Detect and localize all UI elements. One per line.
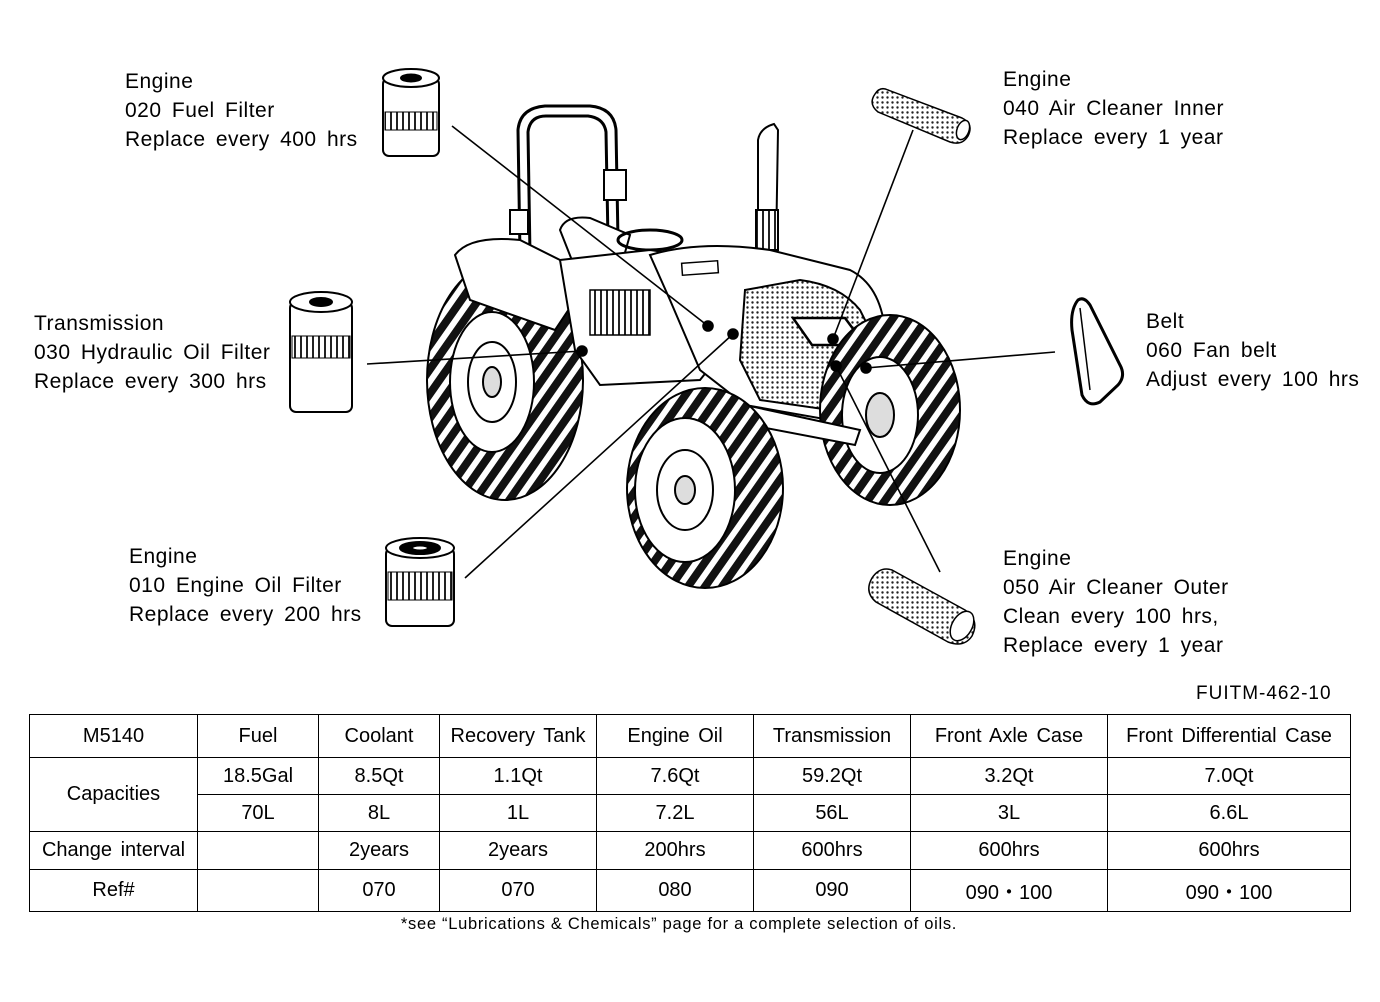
table-cell: 2years xyxy=(439,831,597,870)
fan-belt-icon xyxy=(1070,297,1125,406)
row-label: Ref# xyxy=(29,869,198,912)
callout-air-cleaner-inner: Engine 040 Air Cleaner Inner Replace eve… xyxy=(1003,65,1224,152)
table-cell: 3.2Qt xyxy=(910,757,1108,795)
column-header: Front Axle Case xyxy=(910,714,1108,758)
table-cell: 070 xyxy=(318,869,440,912)
callout-part: 020 Fuel Filter xyxy=(125,99,275,122)
table-cell: 70L xyxy=(197,794,319,832)
table-cell xyxy=(197,869,319,912)
callout-category: Engine xyxy=(1003,547,1072,570)
table-cell: 7.0Qt xyxy=(1107,757,1351,795)
callout-interval: Replace every 1 year xyxy=(1003,126,1224,149)
table-cell: 56L xyxy=(753,794,911,832)
fuel-filter-icon xyxy=(382,68,440,157)
callout-interval-2: Replace every 1 year xyxy=(1003,634,1224,657)
hydraulic-filter-icon xyxy=(289,291,353,413)
table-cell: 600hrs xyxy=(1107,831,1351,870)
table-cell: 18.5Gal xyxy=(197,757,319,795)
column-header: Recovery Tank xyxy=(439,714,597,758)
callout-hydraulic-filter: Transmission 030 Hydraulic Oil Filter Re… xyxy=(34,309,270,396)
table-cell: 59.2Qt xyxy=(753,757,911,795)
callout-air-cleaner-outer: Engine 050 Air Cleaner Outer Clean every… xyxy=(1003,544,1229,660)
callout-part: 010 Engine Oil Filter xyxy=(129,574,342,597)
callout-category: Belt xyxy=(1146,310,1185,333)
table-cell: 8.5Qt xyxy=(318,757,440,795)
callout-part: 060 Fan belt xyxy=(1146,339,1277,362)
column-header: Coolant xyxy=(318,714,440,758)
table-cell: 1L xyxy=(439,794,597,832)
table-cell: 600hrs xyxy=(910,831,1108,870)
rops-frame xyxy=(509,104,627,256)
callout-part: 040 Air Cleaner Inner xyxy=(1003,97,1224,120)
table-cell: 8L xyxy=(318,794,440,832)
callout-interval: Replace every 200 hrs xyxy=(129,603,362,626)
tractor-maintenance-diagram xyxy=(289,68,1125,645)
callout-category: Engine xyxy=(1003,68,1072,91)
callout-fuel-filter: Engine 020 Fuel Filter Replace every 400… xyxy=(125,67,358,154)
table-cell: 090 xyxy=(753,869,911,912)
table-cell: 090・100 xyxy=(1107,869,1351,912)
table-cell: 6.6L xyxy=(1107,794,1351,832)
table-row: 70L 8L 1L 7.2L 56L 3L 6.6L xyxy=(30,794,1351,832)
air-cleaner-inner-icon xyxy=(871,87,971,144)
callout-category: Engine xyxy=(129,545,198,568)
table-cell: 2years xyxy=(318,831,440,870)
capacities-table: M5140 Fuel Coolant Recovery Tank Engine … xyxy=(29,714,1351,912)
table-cell: 1.1Qt xyxy=(439,757,597,795)
callout-oil-filter: Engine 010 Engine Oil Filter Replace eve… xyxy=(129,542,362,629)
table-cell: 600hrs xyxy=(753,831,911,870)
document-reference: FUITM-462-10 xyxy=(1196,683,1332,704)
callout-interval: Clean every 100 hrs, xyxy=(1003,605,1219,628)
table-cell: 3L xyxy=(910,794,1108,832)
callout-interval: Replace every 400 hrs xyxy=(125,128,358,151)
front-right-wheel xyxy=(819,314,961,506)
row-label: Capacities xyxy=(29,757,198,832)
callout-part: 030 Hydraulic Oil Filter xyxy=(34,341,271,364)
row-label: Change interval xyxy=(29,831,198,870)
oil-filter-icon xyxy=(385,537,455,627)
callout-fan-belt: Belt 060 Fan belt Adjust every 100 hrs xyxy=(1146,307,1359,394)
footnote: *see “Lubrications & Chemicals” page for… xyxy=(400,915,958,933)
column-header: Engine Oil xyxy=(596,714,754,758)
exhaust-stack xyxy=(755,122,780,251)
table-header-row: M5140 Fuel Coolant Recovery Tank Engine … xyxy=(29,714,1351,758)
table-cell: 090・100 xyxy=(910,869,1108,912)
table-cell xyxy=(197,831,319,870)
table-cell: 070 xyxy=(439,869,597,912)
model-cell: M5140 xyxy=(29,714,198,758)
callout-interval: Adjust every 100 hrs xyxy=(1146,368,1360,391)
callout-category: Transmission xyxy=(34,312,165,335)
table-cell: 7.6Qt xyxy=(596,757,754,795)
leader-lines xyxy=(366,125,1056,579)
table-cell: 080 xyxy=(596,869,754,912)
table-row: Change interval 2years 2years 200hrs 600… xyxy=(29,831,1351,870)
table-row: Capacities 18.5Gal 8.5Qt 1.1Qt 7.6Qt 59.… xyxy=(29,757,1351,832)
column-header: Front Differential Case xyxy=(1107,714,1351,758)
column-header: Transmission xyxy=(753,714,911,758)
table-row: Ref# 070 070 080 090 090・100 090・100 xyxy=(29,869,1351,912)
tractor-illustration xyxy=(426,104,961,589)
front-left-wheel xyxy=(626,387,784,589)
callout-interval: Replace every 300 hrs xyxy=(34,370,267,393)
column-header: Fuel xyxy=(197,714,319,758)
table-cell: 7.2L xyxy=(596,794,754,832)
table-cell: 200hrs xyxy=(596,831,754,870)
air-cleaner-outer-icon xyxy=(868,568,976,645)
callout-category: Engine xyxy=(125,70,194,93)
callout-part: 050 Air Cleaner Outer xyxy=(1003,576,1229,599)
